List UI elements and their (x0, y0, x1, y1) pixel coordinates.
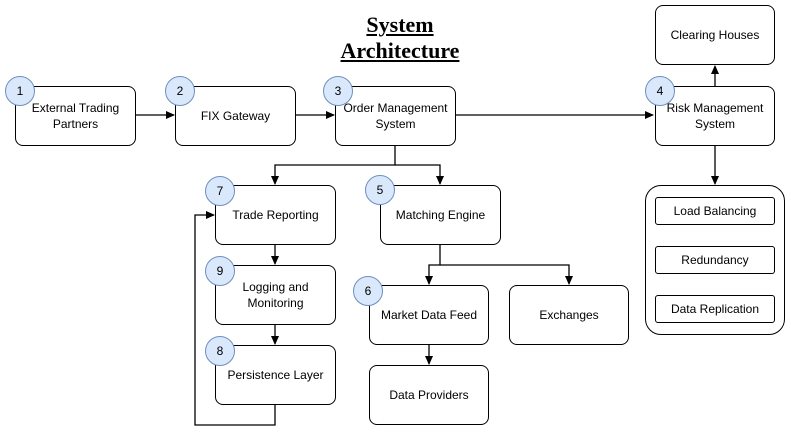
step-badge-8: 8 (205, 336, 235, 366)
data-providers-node: Data Providers (369, 365, 489, 425)
order-management-system-node: Order Management System (335, 86, 456, 146)
edge-persistence-to-trade (194, 211, 276, 426)
step-badge-3: 3 (323, 76, 353, 106)
step-badge-2: 2 (165, 76, 195, 106)
step-badge-9: 9 (205, 256, 235, 286)
data-replication-node: Data Replication (655, 295, 775, 323)
risk-management-system-node: Risk Management System (655, 86, 775, 146)
step-badge-5: 5 (365, 175, 395, 205)
step-badge-6: 6 (353, 276, 383, 306)
load-balancing-node: Load Balancing (655, 197, 775, 225)
edge-oms-to-matching (395, 164, 444, 185)
external-trading-partners-node: External Trading Partners (15, 86, 136, 146)
edge-matching-to-market-data (425, 245, 441, 285)
clearing-houses-node: Clearing Houses (655, 5, 775, 65)
exchanges-node: Exchanges (509, 285, 629, 345)
matching-engine-node: Matching Engine (380, 185, 501, 245)
logging-monitoring-node: Logging and Monitoring (215, 265, 336, 325)
persistence-layer-node: Persistence Layer (215, 345, 336, 405)
step-badge-7: 7 (205, 176, 235, 206)
redundancy-node: Redundancy (655, 246, 775, 274)
diagram-title: System Architecture (340, 12, 460, 63)
edge-matching-to-exchanges (440, 264, 573, 285)
trade-reporting-node: Trade Reporting (215, 185, 336, 245)
fix-gateway-node: FIX Gateway (175, 86, 296, 146)
market-data-feed-node: Market Data Feed (369, 285, 489, 345)
step-badge-1: 1 (5, 76, 35, 106)
edge-oms-to-trade-reporting (271, 146, 396, 185)
step-badge-4: 4 (645, 76, 675, 106)
